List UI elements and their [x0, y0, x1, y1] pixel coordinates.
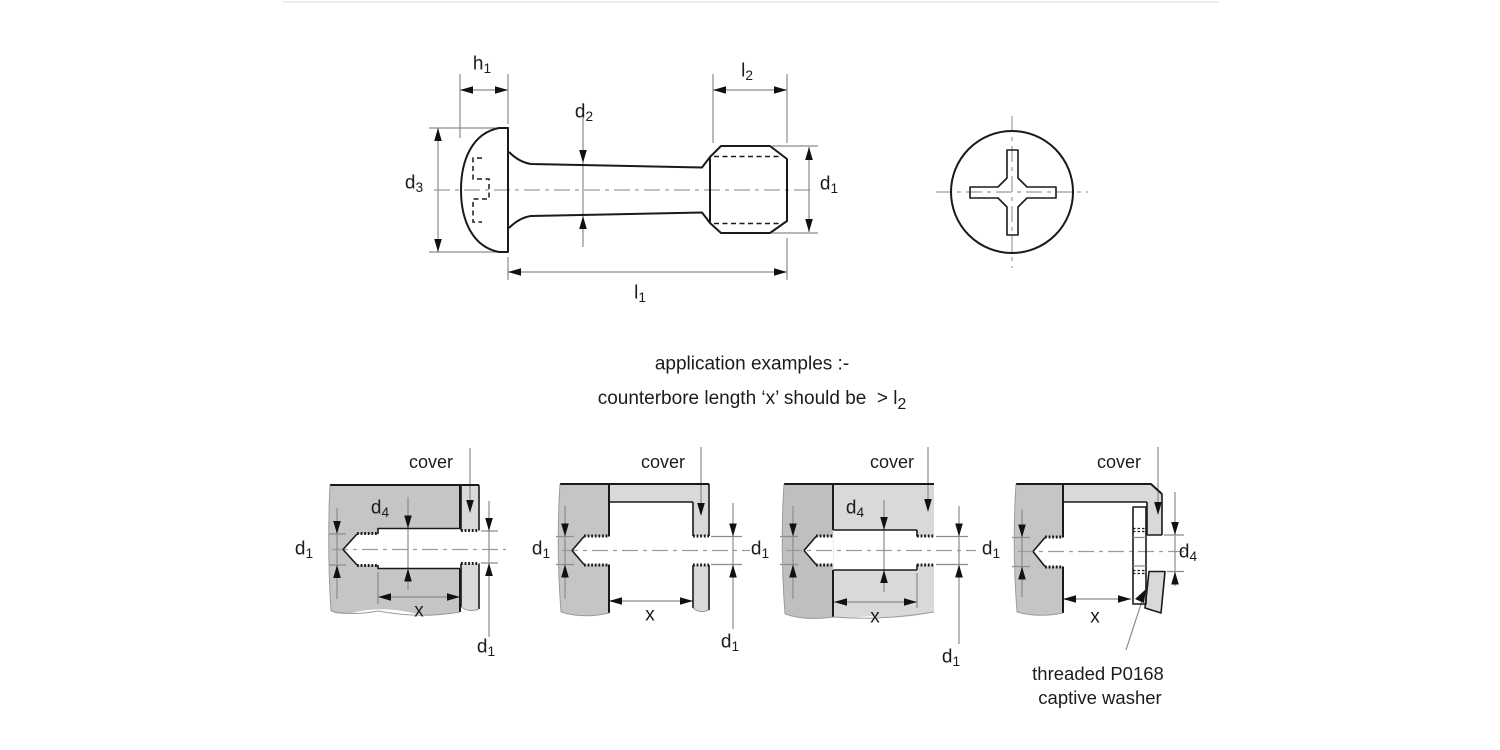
dim-label-d1-ex2-bottom: d1 — [720, 631, 740, 654]
dim-label-d1-ex1-left: d1 — [294, 538, 314, 561]
dim-label-x-ex2: x — [645, 604, 655, 626]
dim-label-d4-ex4-right: d4 — [1178, 541, 1198, 564]
top-border — [283, 1, 1219, 3]
dim-label-d1-ex1-bottom: d1 — [476, 636, 496, 659]
cover-label-ex1: cover — [408, 452, 454, 472]
cover-label-ex2: cover — [640, 452, 686, 472]
heading-counterbore-note: counterbore length ‘x’ should be > l2 — [597, 388, 907, 413]
dim-label-h1: h1 — [472, 53, 492, 76]
dim-label-d1-ex2-left: d1 — [531, 538, 551, 561]
dim-label-l1: l1 — [634, 282, 646, 305]
washer-note-line1: threaded P0168 — [1032, 662, 1164, 684]
outlines — [328, 127, 1166, 619]
dim-label-x-ex3: x — [870, 606, 880, 628]
dim-label-d1-side: d1 — [819, 173, 839, 196]
dim-label-d2: d2 — [574, 101, 594, 124]
dim-label-d1-ex4-left: d1 — [981, 538, 1001, 561]
washer-note-line2: captive washer — [1038, 686, 1162, 708]
dim-label-d4-ex3: d4 — [845, 497, 865, 520]
fills — [328, 128, 1165, 619]
heading-application-examples: application examples :- — [654, 353, 850, 375]
dim-label-d1-ex3-bottom: d1 — [941, 646, 961, 669]
dim-label-x-ex1: x — [414, 600, 424, 622]
dim-label-d1-ex3-left: d1 — [750, 538, 770, 561]
arrowheads — [333, 86, 1179, 606]
dim-label-x-ex4: x — [1090, 606, 1100, 628]
cover-label-ex4: cover — [1096, 452, 1142, 472]
centerlines — [332, 116, 1186, 553]
cover-label-ex3: cover — [869, 452, 915, 472]
dim-label-d3: d3 — [404, 172, 424, 195]
dim-label-l2: l2 — [741, 60, 753, 83]
dim-label-d4-ex1: d4 — [370, 497, 390, 520]
